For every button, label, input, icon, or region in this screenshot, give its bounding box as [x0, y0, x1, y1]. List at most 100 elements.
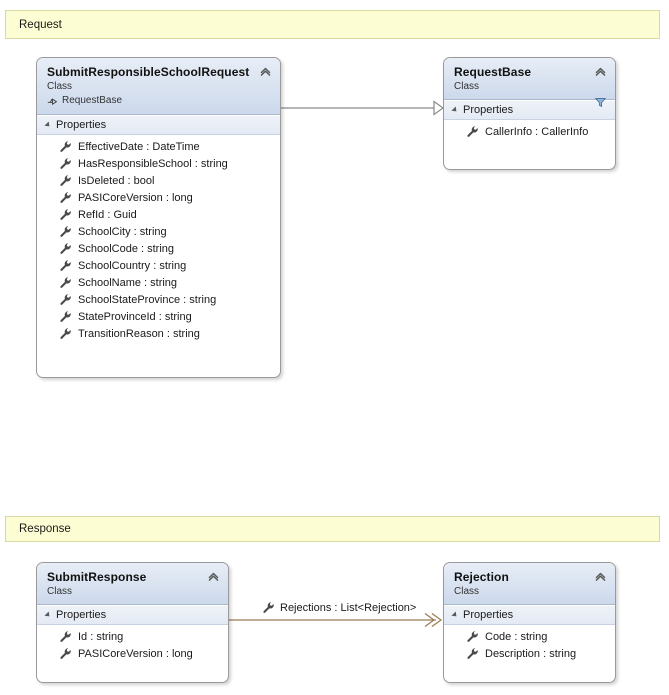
class-stereotype: Class	[454, 81, 480, 92]
request-band[interactable]: Request	[5, 10, 660, 39]
property-label: IsDeleted : bool	[78, 174, 155, 187]
property-row[interactable]: PASICoreVersion : long	[37, 189, 280, 206]
property-row[interactable]: IsDeleted : bool	[37, 172, 280, 189]
wrench-icon	[60, 175, 71, 186]
property-row[interactable]: SchoolStateProvince : string	[37, 291, 280, 308]
chevron-double-up-icon[interactable]	[594, 65, 607, 78]
class-title: RequestBase	[454, 65, 532, 79]
wrench-icon	[60, 141, 71, 152]
wrench-icon	[467, 648, 478, 659]
wrench-icon	[60, 328, 71, 339]
property-label: SchoolCity : string	[78, 225, 167, 238]
properties-section-label: Properties	[56, 609, 107, 621]
property-label: StateProvinceId : string	[78, 310, 192, 323]
expander-triangle-icon[interactable]	[451, 611, 459, 619]
wrench-icon	[467, 631, 478, 642]
wrench-icon	[60, 648, 71, 659]
properties-section-label: Properties	[463, 104, 514, 116]
association-arrowhead-outer	[424, 613, 436, 627]
property-label: SchoolStateProvince : string	[78, 293, 217, 306]
wrench-icon	[60, 158, 71, 169]
properties-section-header[interactable]: Properties	[37, 605, 228, 625]
wrench-icon	[60, 311, 71, 322]
property-row[interactable]: StateProvinceId : string	[37, 308, 280, 325]
property-row[interactable]: CallerInfo : CallerInfo	[444, 123, 615, 140]
inheritance-arrowhead	[433, 100, 445, 116]
chevron-double-up-icon[interactable]	[259, 65, 272, 78]
class-stereotype: Class	[47, 586, 73, 597]
property-label: SchoolCountry : string	[78, 259, 187, 272]
property-label: PASICoreVersion : long	[78, 191, 193, 204]
response-band-label: Response	[19, 523, 71, 535]
expander-triangle-icon[interactable]	[44, 121, 52, 129]
property-row[interactable]: HasResponsibleSchool : string	[37, 155, 280, 172]
property-row[interactable]: Code : string	[444, 628, 615, 645]
response-band[interactable]: Response	[5, 516, 660, 542]
class-stereotype: Class	[454, 586, 480, 597]
funnel-icon[interactable]	[594, 96, 607, 109]
property-row[interactable]: Id : string	[37, 628, 228, 645]
wrench-icon	[60, 243, 71, 254]
property-row[interactable]: Description : string	[444, 645, 615, 662]
wrench-icon	[263, 602, 274, 613]
properties-section-header[interactable]: Properties	[444, 605, 615, 625]
base-class-arrow-icon	[47, 97, 58, 105]
property-label: SchoolCode : string	[78, 242, 174, 255]
property-label: PASICoreVersion : long	[78, 647, 193, 660]
property-label: SchoolName : string	[78, 276, 178, 289]
class-title: Rejection	[454, 570, 509, 584]
property-label: Description : string	[485, 647, 577, 660]
property-row[interactable]: EffectiveDate : DateTime	[37, 138, 280, 155]
association-label: Rejections : List<Rejection>	[262, 601, 416, 614]
properties-section-label: Properties	[56, 119, 107, 131]
wrench-icon	[60, 277, 71, 288]
request-band-label: Request	[19, 18, 62, 31]
property-label: RefId : Guid	[78, 208, 137, 221]
base-class-row[interactable]: RequestBase	[47, 94, 270, 108]
association-label-text: Rejections : List<Rejection>	[280, 601, 417, 614]
property-label: EffectiveDate : DateTime	[78, 140, 200, 153]
properties-section-label: Properties	[463, 609, 514, 621]
class-title: SubmitResponse	[47, 570, 147, 584]
property-row[interactable]: SchoolCode : string	[37, 240, 280, 257]
property-row[interactable]: SchoolCountry : string	[37, 257, 280, 274]
property-label: Code : string	[485, 630, 548, 643]
property-row[interactable]: TransitionReason : string	[37, 325, 280, 342]
property-label: CallerInfo : CallerInfo	[485, 125, 589, 138]
chevron-double-up-icon[interactable]	[207, 570, 220, 583]
wrench-icon	[60, 294, 71, 305]
wrench-icon	[60, 192, 71, 203]
wrench-icon	[467, 126, 478, 137]
expander-triangle-icon[interactable]	[451, 106, 459, 114]
wrench-icon	[60, 260, 71, 271]
property-row[interactable]: SchoolCity : string	[37, 223, 280, 240]
property-label: Id : string	[78, 630, 124, 643]
class-title: SubmitResponsibleSchoolRequest	[47, 65, 250, 79]
property-row[interactable]: PASICoreVersion : long	[37, 645, 228, 662]
properties-section-header[interactable]: Properties	[444, 100, 615, 120]
expander-triangle-icon[interactable]	[44, 611, 52, 619]
property-row[interactable]: RefId : Guid	[37, 206, 280, 223]
property-label: TransitionReason : string	[78, 327, 200, 340]
wrench-icon	[60, 226, 71, 237]
properties-section-header[interactable]: Properties	[37, 115, 280, 135]
property-row[interactable]: SchoolName : string	[37, 274, 280, 291]
chevron-double-up-icon[interactable]	[594, 570, 607, 583]
wrench-icon	[60, 209, 71, 220]
class-stereotype: Class	[47, 81, 73, 92]
property-label: HasResponsibleSchool : string	[78, 157, 228, 170]
properties-list: CallerInfo : CallerInfo	[444, 120, 615, 146]
